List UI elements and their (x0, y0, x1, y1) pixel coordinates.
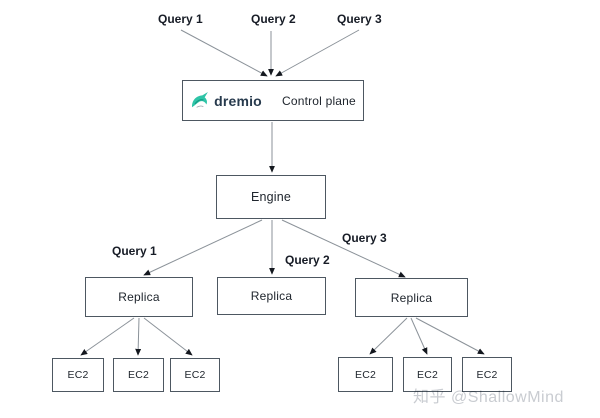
ec2-box-left-2: EC2 (113, 358, 164, 392)
engine-box: Engine (216, 175, 326, 219)
ec2-box-left-3: EC2 (170, 358, 220, 392)
ec2-box-left-1: EC2 (52, 358, 104, 392)
dremio-narwhal-icon (192, 91, 208, 108)
dremio-brand-text: dremio (214, 92, 262, 109)
dremio-logo: dremio (190, 91, 262, 111)
engine-label: Engine (250, 190, 292, 204)
ec2-left-1-label: EC2 (67, 369, 89, 381)
ec2-box-right-2: EC2 (403, 357, 452, 392)
replica-2-label: Replica (250, 289, 293, 303)
query1-top-label: Query 1 (158, 12, 203, 26)
arrow-replica3-to-ec2-2 (410, 317, 428, 355)
query2-branch-label: Query 2 (285, 253, 330, 267)
replica-3-label: Replica (390, 290, 433, 305)
ec2-right-1-label: EC2 (354, 368, 377, 381)
arrow-engine-to-replica-3 (281, 219, 406, 278)
replica-box-2: Replica (217, 277, 326, 315)
ec2-box-right-1: EC2 (338, 357, 393, 392)
arrow-replica1-to-ec2-1 (80, 317, 135, 356)
arrow-replica1-to-ec2-3 (143, 317, 193, 356)
query2-top-label: Query 2 (251, 12, 296, 26)
arrow-replica3-to-ec2-3 (415, 317, 485, 355)
arrow-replica1-to-ec2-2 (135, 317, 142, 356)
query3-top-label: Query 3 (337, 12, 382, 26)
replica-box-1: Replica (85, 277, 193, 317)
query1-branch-label: Query 1 (112, 244, 157, 258)
query3-branch-label: Query 3 (342, 231, 387, 245)
replica-box-3: Replica (355, 278, 468, 317)
control-plane-box: dremio Control plane (182, 80, 364, 121)
ec2-right-3-label: EC2 (476, 368, 498, 381)
arrow-engine-to-replica-1 (143, 219, 263, 276)
ec2-right-2-label: EC2 (416, 368, 439, 381)
ec2-left-2-label: EC2 (127, 369, 150, 381)
ec2-box-right-3: EC2 (462, 357, 512, 392)
ec2-left-3-label: EC2 (184, 369, 206, 381)
control-plane-label: Control plane (281, 93, 356, 108)
arrow-replica3-to-ec2-1 (369, 317, 408, 355)
arrow-query3-to-control-plane (275, 29, 360, 77)
replica-1-label: Replica (118, 290, 160, 304)
watermark: 知乎 @ShallowMind (413, 389, 564, 406)
arrow-query1-to-control-plane (180, 29, 268, 77)
